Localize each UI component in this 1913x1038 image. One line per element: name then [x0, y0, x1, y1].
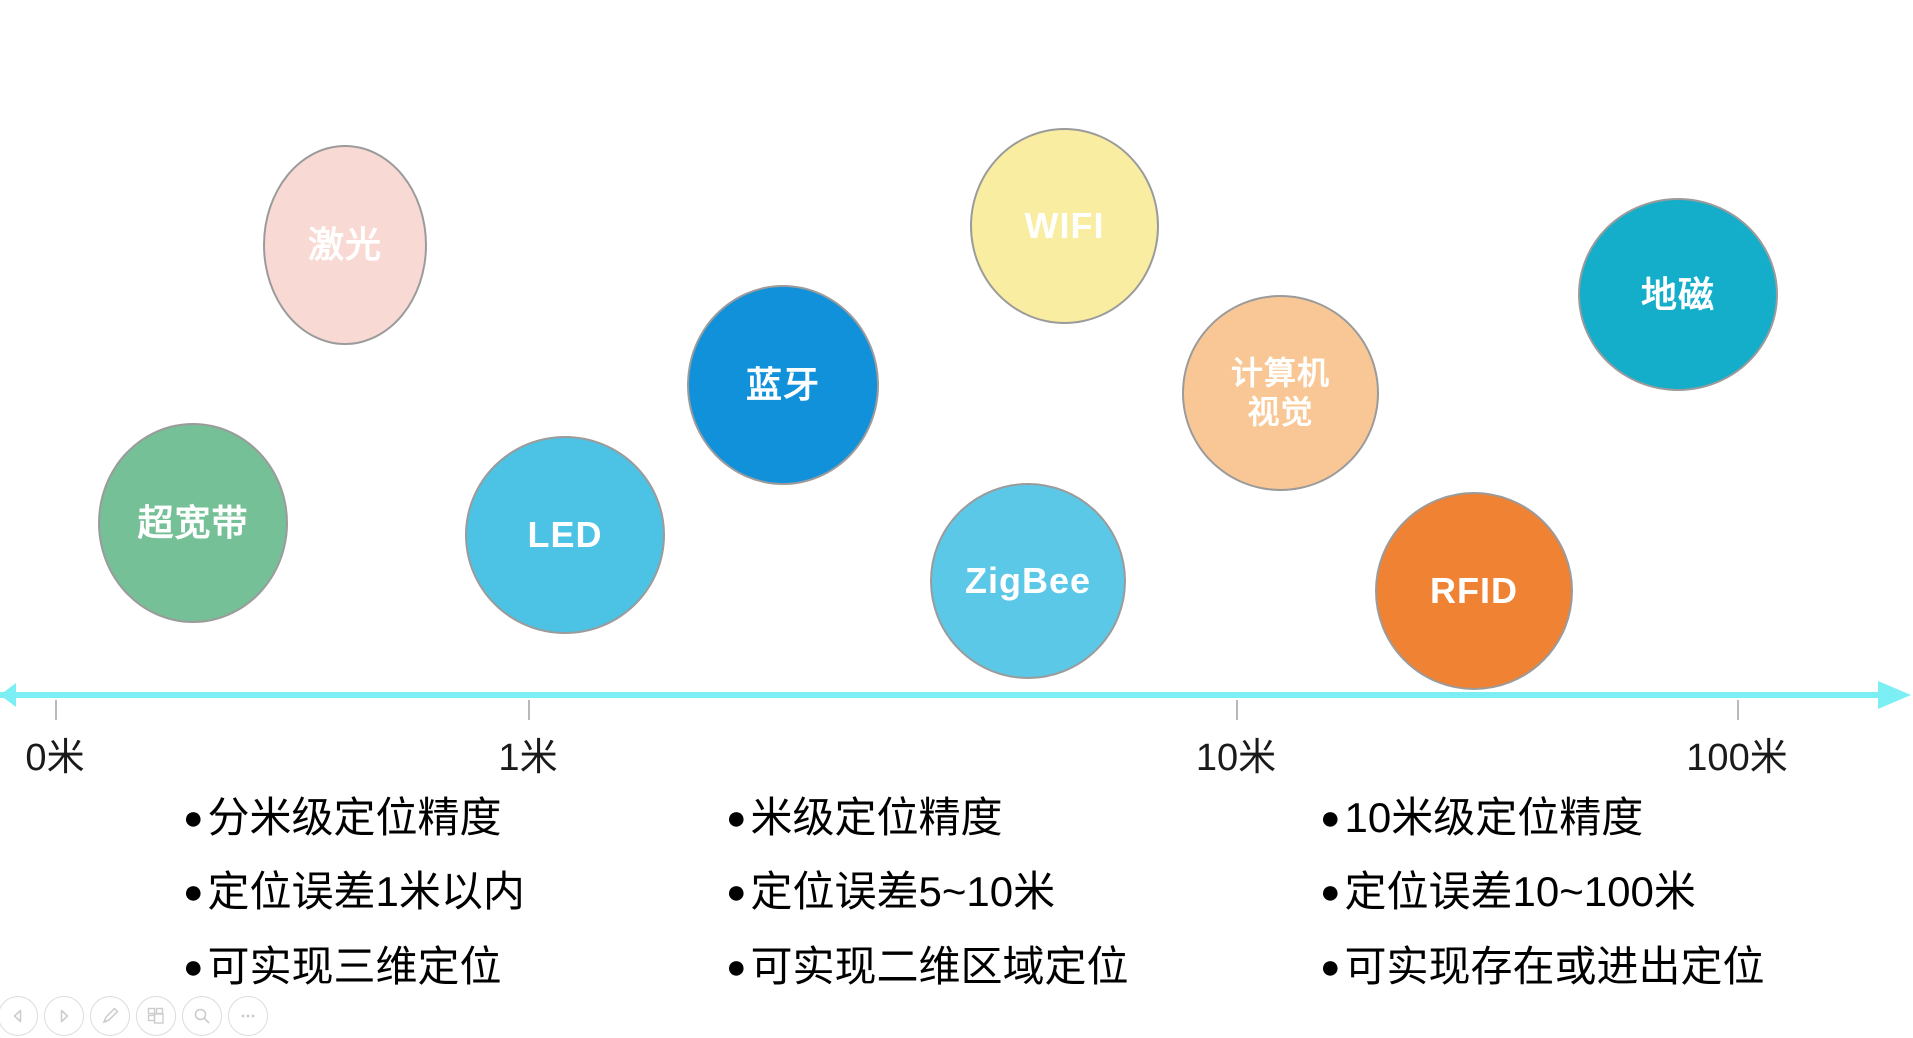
bullet-dot: ● — [1320, 947, 1341, 986]
tech-circle-label: ZigBee — [964, 560, 1092, 602]
axis-tick — [55, 700, 57, 720]
tech-circle-label: 地磁 — [1640, 273, 1715, 315]
right-triangle-icon — [60, 1009, 69, 1023]
previous-slide-button[interactable] — [0, 996, 38, 1036]
ellipsis-icon — [241, 1014, 255, 1018]
tech-circle-label: 计算机 视觉 — [1230, 354, 1330, 430]
bullet-dot: ● — [183, 947, 204, 986]
tech-circle-label: RFID — [1430, 570, 1518, 612]
axis-label: 1米 — [498, 737, 558, 779]
magnify-button[interactable] — [182, 996, 222, 1036]
tech-circle-label: 激光 — [307, 224, 382, 266]
tech-circle-zigbee: ZigBee — [930, 483, 1126, 679]
slides-grid-icon — [147, 1007, 164, 1024]
tech-circle-wifi: WIFI — [970, 128, 1159, 324]
pen-icon — [102, 1007, 119, 1024]
legend-item-text: 定位误差1米以内 — [207, 868, 525, 916]
legend-item: ●分米级定位精度 — [183, 794, 525, 842]
annotate-pen-button[interactable] — [90, 996, 130, 1036]
legend-item: ●定位误差1米以内 — [183, 868, 525, 916]
tech-circle-bluetooth: 蓝牙 — [687, 285, 879, 485]
legend-item: ●定位误差5~10米 — [726, 868, 1129, 916]
left-triangle-icon — [13, 1009, 22, 1023]
bullet-dot: ● — [1320, 799, 1341, 838]
axis-arrow-left-icon — [0, 683, 16, 707]
legend-item-text: 米级定位精度 — [750, 794, 1003, 841]
legend-item-text: 分米级定位精度 — [207, 794, 502, 841]
tech-circle-uwb: 超宽带 — [98, 423, 288, 623]
axis-arrow-right-icon — [1878, 681, 1911, 709]
axis-tick — [528, 700, 530, 720]
legend-item: ●定位误差10~100米 — [1320, 868, 1765, 916]
axis-label: 100米 — [1686, 737, 1788, 779]
axis-label: 10米 — [1195, 737, 1277, 779]
legend-item-text: 可实现存在或进出定位 — [1344, 942, 1765, 990]
bullet-dot: ● — [726, 873, 747, 912]
bullet-dot: ● — [1320, 873, 1341, 912]
magnifier-icon — [194, 1008, 210, 1024]
tech-circle-led: LED — [465, 436, 665, 634]
tech-circle-label: WIFI — [1024, 205, 1105, 247]
next-slide-button[interactable] — [44, 996, 84, 1036]
tech-circle-computer-vision: 计算机 视觉 — [1182, 295, 1379, 491]
axis-line — [0, 692, 1888, 698]
axis-label: 0米 — [25, 737, 85, 779]
legend-item: ●10米级定位精度 — [1320, 794, 1765, 842]
slide-browser-button[interactable] — [136, 996, 176, 1036]
legend-item-text: 10米级定位精度 — [1344, 794, 1644, 841]
bullet-dot: ● — [726, 799, 747, 838]
more-options-button[interactable] — [228, 996, 268, 1036]
legend-item: ●可实现三维定位 — [183, 943, 525, 991]
legend-column: ●10米级定位精度●定位误差10~100米●可实现存在或进出定位 — [1320, 794, 1765, 1017]
slideshow-toolbar — [0, 996, 268, 1036]
legend-item-text: 定位误差10~100米 — [1344, 868, 1696, 916]
tech-circle-geomagnetic: 地磁 — [1578, 198, 1778, 391]
legend-item-text: 定位误差5~10米 — [750, 868, 1056, 916]
bullet-dot: ● — [183, 799, 204, 838]
legend-item: ●米级定位精度 — [726, 794, 1129, 842]
bullet-dot: ● — [726, 947, 747, 986]
legend-item: ●可实现存在或进出定位 — [1320, 943, 1765, 991]
axis-tick — [1737, 700, 1739, 720]
axis-tick — [1236, 700, 1238, 720]
legend-item: ●可实现二维区域定位 — [726, 943, 1129, 991]
legend-item-text: 可实现三维定位 — [207, 942, 502, 990]
tech-circle-laser: 激光 — [263, 145, 427, 345]
bullet-dot: ● — [183, 873, 204, 912]
tech-circle-label: 超宽带 — [137, 502, 249, 544]
tech-circle-rfid: RFID — [1375, 492, 1573, 690]
tech-circle-label: 蓝牙 — [745, 364, 820, 406]
legend-item-text: 可实现二维区域定位 — [750, 942, 1129, 990]
tech-circle-label: LED — [527, 514, 603, 556]
legend-column: ●分米级定位精度●定位误差1米以内●可实现三维定位 — [183, 794, 525, 1017]
legend-column: ●米级定位精度●定位误差5~10米●可实现二维区域定位 — [726, 794, 1129, 1017]
